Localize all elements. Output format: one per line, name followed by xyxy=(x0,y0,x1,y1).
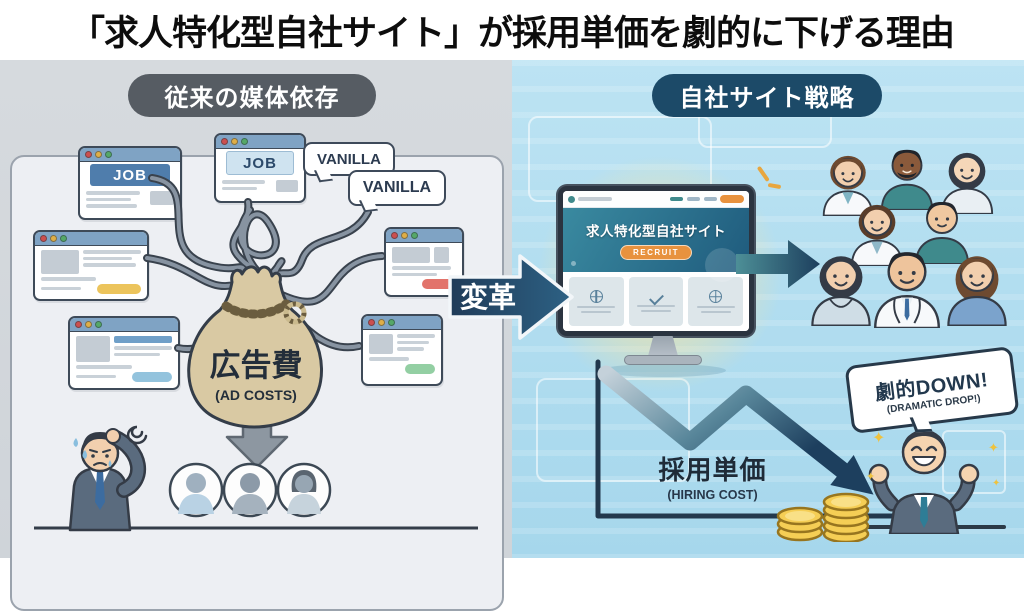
job-banner: JOB xyxy=(226,151,294,175)
globe-icon xyxy=(589,290,603,303)
window-titlebar xyxy=(80,148,180,162)
feature-card xyxy=(688,277,744,326)
decline-arrowhead xyxy=(830,455,874,495)
sparkle-icon: ✦ xyxy=(992,478,1001,489)
avatar xyxy=(276,462,332,518)
person xyxy=(947,256,1007,326)
right-badge: 自社サイト戦略 xyxy=(652,74,882,117)
window-dot-red-icon xyxy=(40,235,47,242)
person xyxy=(822,155,874,216)
person xyxy=(880,149,934,210)
site-hero: 求人特化型自社サイト RECRUIT xyxy=(563,208,749,282)
browser-window-blue xyxy=(68,316,180,390)
site-feature-cards xyxy=(563,272,749,331)
person xyxy=(850,204,904,266)
person xyxy=(914,202,970,264)
left-illustration: 広告費 (AD COSTS) xyxy=(34,174,478,532)
site-navbar xyxy=(563,191,749,208)
window-dot-green-icon xyxy=(241,138,248,145)
monitor-base xyxy=(624,355,702,365)
ad-cost-label: 広告費 xyxy=(210,348,303,383)
ad-cost-sublabel: (AD COSTS) xyxy=(215,387,297,403)
browser-window-job2: JOB xyxy=(214,133,306,203)
browser-window-yellow xyxy=(33,230,149,301)
transform-arrow: 変革 xyxy=(448,254,574,340)
left-badge: 従来の媒体依存 xyxy=(128,74,376,117)
window-dot-green-icon xyxy=(105,151,112,158)
hiring-cost-label: 採用単価 (HIRING COST) xyxy=(658,455,767,502)
person xyxy=(811,256,871,326)
window-dot-yellow-icon xyxy=(95,151,102,158)
sparkle-icon: ✦ xyxy=(988,440,999,455)
nav-links xyxy=(670,197,717,201)
feature-card xyxy=(628,277,684,326)
candidate-avatars xyxy=(168,462,332,518)
globe-icon xyxy=(709,290,723,303)
infographic: 「求人特化型自社サイト」が採用単価を劇的に下げる理由 従来の媒体依存 JOB J… xyxy=(0,0,1024,558)
website-screen: 求人特化型自社サイト RECRUIT xyxy=(563,191,749,331)
window-dot-red-icon xyxy=(391,232,398,239)
window-titlebar xyxy=(363,316,441,330)
avatar xyxy=(168,462,224,518)
window-dot-yellow-icon xyxy=(50,235,57,242)
sparkle-icon: ✦ xyxy=(866,471,876,483)
transform-arrow-label: 変革 xyxy=(460,281,516,313)
window-dot-yellow-icon xyxy=(231,138,238,145)
result-arrow-icon xyxy=(736,240,820,288)
check-icon xyxy=(648,290,664,306)
recruit-button: RECRUIT xyxy=(619,245,693,260)
browser-window-green xyxy=(361,314,443,386)
happy-businessman xyxy=(868,429,980,534)
window-dot-green-icon xyxy=(388,319,395,326)
window-titlebar xyxy=(216,135,304,149)
window-dot-green-icon xyxy=(411,232,418,239)
site-title: 求人特化型自社サイト xyxy=(586,224,726,239)
nav-cta-button xyxy=(720,195,744,203)
title-bar: 「求人特化型自社サイト」が採用単価を劇的に下げる理由 xyxy=(0,0,1024,60)
worried-businessman xyxy=(68,425,148,532)
window-dot-yellow-icon xyxy=(401,232,408,239)
window-dot-red-icon xyxy=(368,319,375,326)
window-dot-yellow-icon xyxy=(378,319,385,326)
window-titlebar xyxy=(386,229,462,243)
monitor: 求人特化型自社サイト RECRUIT xyxy=(558,186,754,336)
dizzy-swirl-icon xyxy=(126,425,148,445)
sparkle-icon: ✦ xyxy=(872,430,886,447)
site-logo-icon xyxy=(568,195,575,203)
page-title: 「求人特化型自社サイト」が採用単価を劇的に下げる理由 xyxy=(69,13,955,53)
window-titlebar xyxy=(70,318,178,332)
vanilla-bubble-2: VANILLA xyxy=(348,170,446,206)
window-titlebar xyxy=(35,232,147,246)
decline-arrow-icon xyxy=(597,365,851,479)
hired-people-group xyxy=(806,140,1022,350)
coin-stack-icon xyxy=(776,492,870,542)
monitor-stand xyxy=(648,336,678,356)
avatar xyxy=(222,462,278,518)
person xyxy=(873,252,941,328)
window-dot-red-icon xyxy=(85,151,92,158)
monitor-shadow xyxy=(600,364,726,377)
window-dot-green-icon xyxy=(95,321,102,328)
window-dot-green-icon xyxy=(60,235,67,242)
money-bag-icon: 広告費 (AD COSTS) xyxy=(187,265,323,429)
feature-card xyxy=(569,277,624,326)
window-dot-red-icon xyxy=(75,321,82,328)
window-dot-red-icon xyxy=(221,138,228,145)
window-dot-yellow-icon xyxy=(85,321,92,328)
